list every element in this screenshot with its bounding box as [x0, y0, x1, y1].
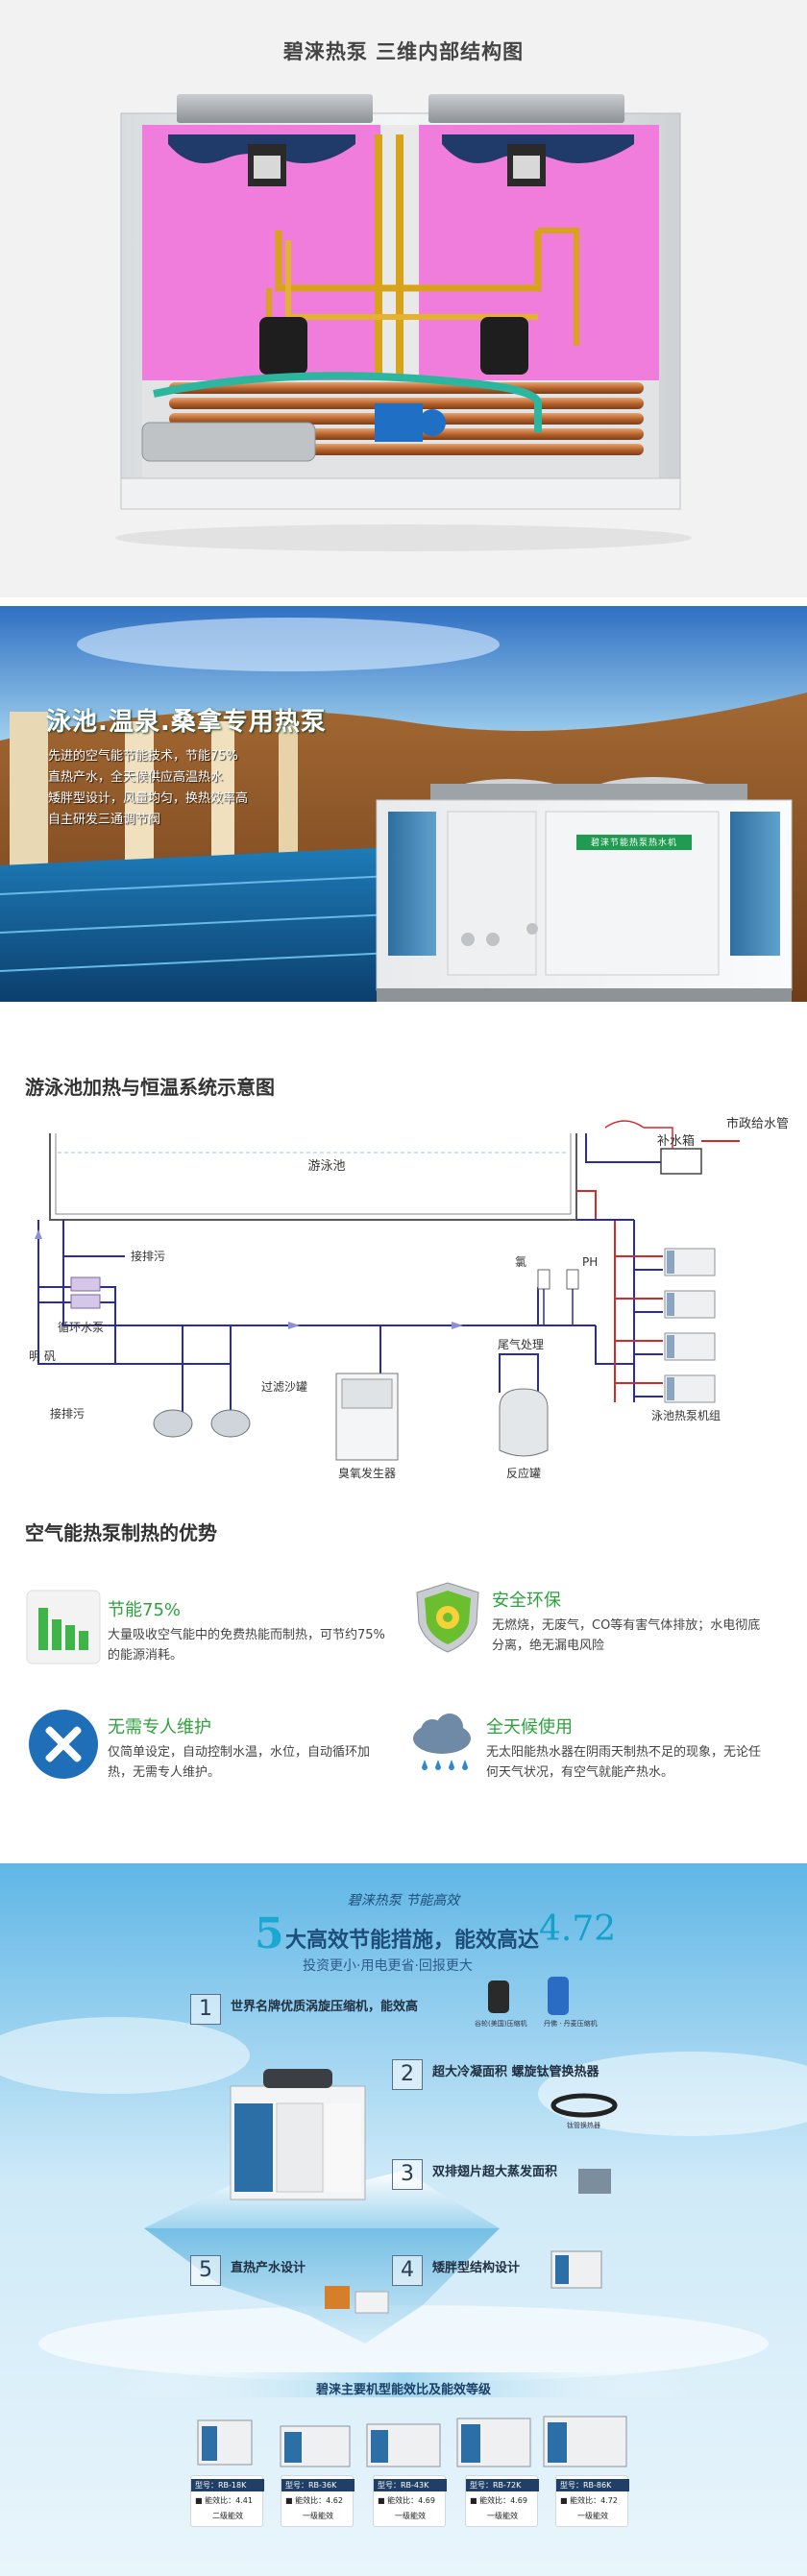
pool-feature-line: 矮胖型设计，风量均匀，换热效率高 — [48, 791, 249, 806]
pool-system-section: 游泳池加热与恒温系统示意图 — [0, 1047, 807, 1489]
label-pool: 游泳池 — [307, 1159, 345, 1174]
model-name: 型号：RB-18K — [191, 2479, 264, 2491]
label-drain-bottom: 接排污 — [50, 1406, 85, 1421]
feature-number: 1 — [190, 1994, 221, 2025]
advantage-desc: 无太阳能热水器在阴雨天制热不足的现象，无论任何天气状况，有空气就能产热水。 — [486, 1745, 762, 1780]
efficiency-section: 碧涞热泵 节能高效 5 大高效节能措施，能效高达 4.72 投资更小·用电更省·… — [0, 1863, 807, 2576]
advantage-title: 安全环保 — [492, 1591, 561, 1611]
pool-feature-line: 直热产水，全天候供应高温热水 — [48, 770, 224, 785]
feature-label: 世界名牌优质涡旋压缩机，能效高 — [231, 2000, 419, 2014]
compressor-caption: 丹佛 · 丹麦压缩机 — [544, 2020, 598, 2028]
model-card: 型号：RB-72K ■ 能效比：4.69 一级能效 — [465, 2475, 539, 2527]
advantage-title: 全天候使用 — [486, 1717, 573, 1738]
model-efficiency: ■ 能效比：4.62 — [285, 2496, 343, 2505]
model-card: 型号：RB-86K ■ 能效比：4.72 一级能效 — [555, 2475, 629, 2527]
model-card: 型号：RB-36K ■ 能效比：4.62 一级能效 — [281, 2475, 355, 2527]
label-drain-top: 接排污 — [131, 1249, 165, 1263]
feature-number: 5 — [190, 2255, 221, 2286]
heat-pump-units — [664, 1248, 716, 1403]
advantage-desc: 无燃烧，无废气，CO等有害气体排放；水电彻底分离，绝无漏电风险 — [492, 1618, 761, 1653]
label-chlorine: 氯 — [515, 1255, 526, 1269]
label-makeup-tank: 补水箱 — [657, 1133, 695, 1149]
label-alum: 明 矾 — [29, 1349, 56, 1363]
feature-number: 2 — [392, 2059, 423, 2090]
feature-label: 矮胖型结构设计 — [432, 2261, 521, 2275]
headline-text: 大高效节能措施，能效高达 — [285, 1929, 540, 1953]
shield-gear-icon — [416, 1582, 479, 1653]
advantages-title: 空气能热泵制热的优势 — [25, 1521, 217, 1544]
model-efficiency: ■ 能效比：4.69 — [470, 2496, 527, 2505]
pool-feature-line: 自主研发三通调节阀 — [48, 813, 161, 827]
advantages-section: 空气能热泵制热的优势 节能75% 大量吸收空气能中的免费热能而制热，可节约75%… — [0, 1508, 807, 1835]
model-unit-images — [197, 2416, 627, 2467]
headline-efficiency-number: 4.72 — [539, 1909, 617, 1949]
pool-banner-title: 泳池.温泉.桑拿专用热泵 — [46, 708, 327, 737]
advantage-safety: 安全环保 无燃烧，无废气，CO等有害气体排放；水电彻底分离，绝无漏电风险 — [409, 1579, 774, 1675]
iceberg-heat-pump — [230, 2069, 366, 2200]
model-name: 型号：RB-86K — [556, 2479, 629, 2491]
structure-title: 碧涞热泵 三维内部结构图 — [282, 40, 525, 63]
compressor-caption: 谷轮(美国)压缩机 — [475, 2020, 527, 2028]
coil-caption: 钛管换热器 — [567, 2122, 600, 2129]
structure-illustration — [115, 94, 692, 551]
model-efficiency: ■ 能效比：4.69 — [378, 2496, 435, 2505]
advantage-energy-saving: 节能75% 大量吸收空气能中的免费热能而制热，可节约75%的能源消耗。 — [25, 1589, 390, 1685]
model-card: 型号：RB-18K ■ 能效比：4.41 二级能效 — [190, 2475, 264, 2527]
feature-number: 3 — [392, 2159, 423, 2190]
label-pump: 循环水泵 — [58, 1321, 104, 1334]
unit-nameplate-text: 碧涞节能热泵热水机 — [590, 838, 677, 848]
label-reactor: 反应罐 — [506, 1466, 541, 1480]
pool-banner-features: 先进的空气能节能技术，节能75% 直热产水，全天候供应高温热水 矮胖型设计，风量… — [48, 746, 394, 831]
model-grade: 二级能效 — [212, 2512, 243, 2520]
label-tail-gas: 尾气处理 — [498, 1337, 544, 1351]
heat-pump-unit — [376, 777, 793, 1002]
advantage-maintenance: 无需专人维护 仅简单设定，自动控制水温，水位，自动循环加热，无需专人维护。 — [25, 1706, 390, 1802]
efficiency-subtitle: 碧涞热泵 节能高效 — [347, 1893, 460, 1908]
feature-number: 4 — [392, 2255, 423, 2286]
sky-iceberg-background — [0, 1863, 807, 2576]
model-grade: 一级能效 — [577, 2512, 608, 2520]
label-unit-group: 泳池热泵机组 — [651, 1409, 721, 1422]
feature-label: 超大冷凝面积 螺旋钛管换热器 — [432, 2065, 599, 2079]
label-ozone: 臭氧发生器 — [338, 1466, 396, 1480]
headline-tagline: 投资更小·用电更省·回报更大 — [303, 1958, 473, 1974]
advantage-title: 节能75% — [108, 1600, 182, 1620]
model-grade: 一级能效 — [487, 2512, 518, 2520]
pool-system-schematic: 游泳池 市政给水管 补水箱 接排污 循环水泵 明 矾 接排污 过滤沙罐 臭氧发生… — [29, 1116, 789, 1480]
model-compare-title: 碧涞主要机型能效比及能效等级 — [315, 2383, 491, 2397]
label-sand-filter: 过滤沙罐 — [261, 1380, 307, 1394]
schematic-title: 游泳池加热与恒温系统示意图 — [25, 1076, 275, 1099]
model-name: 型号：RB-36K — [281, 2479, 355, 2491]
model-efficiency: ■ 能效比：4.72 — [560, 2496, 618, 2505]
structure-section: 碧涞热泵 三维内部结构图 — [0, 0, 807, 597]
bar-chart-icon — [26, 1590, 101, 1665]
pool-feature-line: 先进的空气能节能技术，节能75% — [48, 749, 238, 764]
advantage-desc: 大量吸收空气能中的免费热能而制热，可节约75%的能源消耗。 — [108, 1628, 385, 1663]
label-ph: PH — [582, 1255, 598, 1269]
model-name: 型号：RB-72K — [466, 2479, 539, 2491]
model-efficiency: ■ 能效比：4.41 — [195, 2496, 253, 2505]
model-card: 型号：RB-43K ■ 能效比：4.69 一级能效 — [373, 2475, 447, 2527]
feature-label: 双排翅片超大蒸发面积 — [432, 2165, 558, 2179]
model-name: 型号：RB-43K — [374, 2479, 447, 2491]
advantage-all-weather: 全天候使用 无太阳能热水器在阴雨天制热不足的现象，无论任何天气状况，有空气就能产… — [404, 1706, 769, 1802]
advantage-desc: 仅简单设定，自动控制水温，水位，自动循环加热，无需专人维护。 — [108, 1745, 371, 1780]
headline-five: 5 — [255, 1909, 284, 1958]
feature-label: 直热产水设计 — [231, 2261, 306, 2275]
label-city-water: 市政给水管 — [726, 1116, 789, 1131]
pool-hall-background — [0, 606, 807, 1002]
model-grade: 一级能效 — [395, 2512, 426, 2520]
model-grade: 一级能效 — [303, 2512, 333, 2520]
rain-cloud-icon — [413, 1713, 471, 1770]
pool-banner: 泳池.温泉.桑拿专用热泵 先进的空气能节能技术，节能75% 直热产水，全天候供应… — [0, 606, 807, 1002]
advantage-title: 无需专人维护 — [108, 1717, 211, 1738]
tools-icon — [29, 1710, 98, 1779]
